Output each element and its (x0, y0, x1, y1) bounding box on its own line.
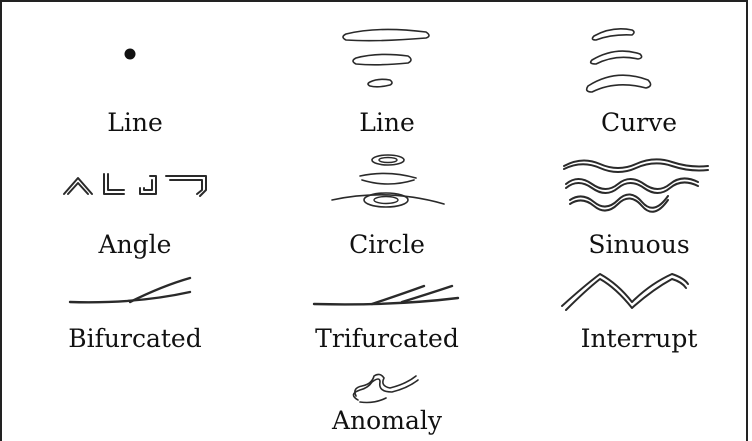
trifurcated-lines-icon (312, 276, 462, 315)
label-angle: Angle (10, 230, 260, 260)
stacked-curves-icon (582, 22, 662, 102)
label-circle: Circle (262, 230, 512, 260)
stacked-lines-icon (338, 22, 448, 102)
bifurcated-lines-icon (66, 274, 196, 313)
label-line-dot: Line (10, 108, 260, 138)
dot-icon (120, 44, 140, 69)
label-bifurcated: Bifurcated (10, 324, 260, 354)
label-interrupt: Interrupt (514, 324, 752, 354)
zigzag-icon (560, 268, 690, 319)
label-anomaly: Anomaly (262, 406, 512, 436)
label-sinuous: Sinuous (514, 230, 752, 260)
label-trifurcated: Trifurcated (262, 324, 512, 354)
label-line-stacked: Line (262, 108, 512, 138)
concentric-ellipses-icon (330, 148, 450, 223)
angle-shapes-icon (60, 166, 220, 211)
label-curve: Curve (514, 108, 752, 138)
wavy-lines-icon (562, 152, 712, 217)
